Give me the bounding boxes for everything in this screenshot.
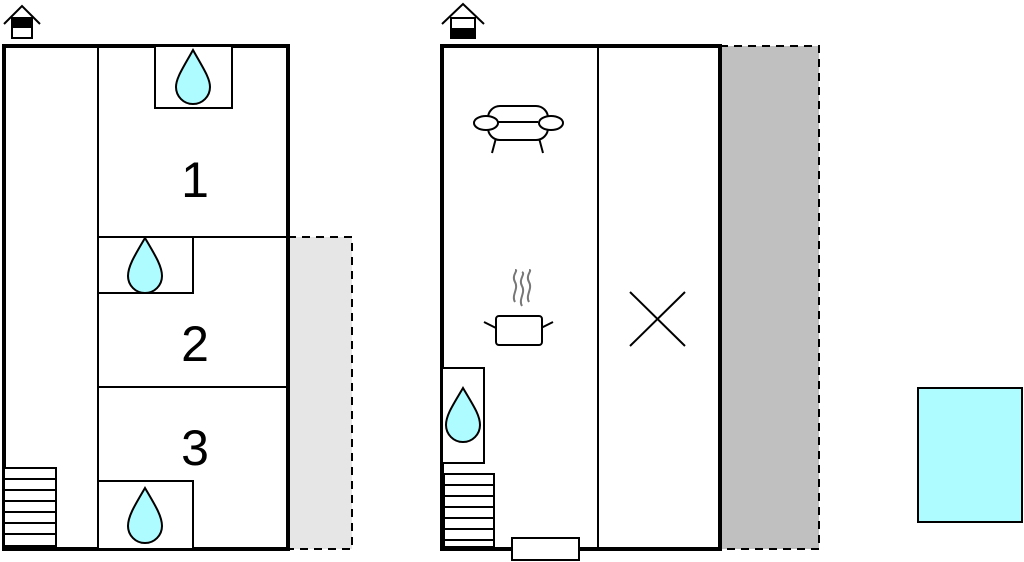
- balcony-area: [287, 236, 353, 550]
- house-floor-ground-icon: [441, 2, 485, 39]
- entrance-door: [511, 537, 580, 561]
- pool-icon: [917, 387, 1023, 523]
- room-number: 2: [181, 316, 209, 372]
- stairs-icon: [443, 473, 495, 548]
- room-number: 1: [181, 152, 209, 208]
- cooking-pot-icon: [483, 269, 554, 346]
- water-drop-icon: [444, 386, 482, 443]
- room-number: 3: [181, 420, 209, 476]
- terrace-area: [719, 45, 820, 550]
- stairs-icon: [3, 467, 57, 547]
- water-drop-icon: [126, 236, 164, 294]
- cross-icon: [629, 291, 686, 347]
- sofa-icon: [473, 105, 564, 154]
- water-drop-icon: [174, 47, 212, 105]
- house-floor-upper-icon: [3, 4, 41, 39]
- outer-wall: [2, 44, 290, 551]
- water-drop-icon: [126, 486, 164, 544]
- ground-floor-plan: [440, 2, 820, 561]
- upper-floor-plan: 1 2 3: [2, 4, 353, 551]
